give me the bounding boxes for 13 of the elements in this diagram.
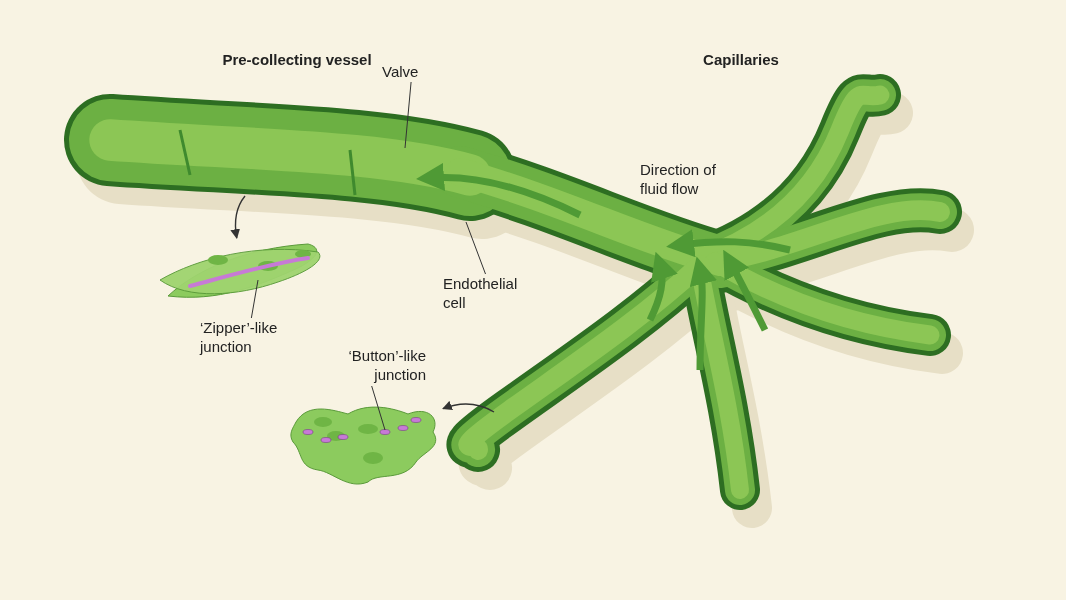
callout-text: Valve xyxy=(382,62,420,81)
callout-text: ‘Zipper’-like junction xyxy=(200,318,279,356)
arrow xyxy=(230,195,246,239)
leader-line xyxy=(371,385,386,431)
arrow xyxy=(442,401,495,413)
annotation: Direction of fluid flow xyxy=(640,160,717,198)
callout-text: ‘Button’-like junction xyxy=(347,346,426,384)
leader-line xyxy=(465,221,486,275)
leader-line xyxy=(404,81,412,149)
callout-text: Endothelial cell xyxy=(443,274,519,312)
leader-line xyxy=(250,279,259,319)
section-heading: Capillaries xyxy=(702,50,780,69)
section-heading: Pre-collecting vessel xyxy=(221,50,373,69)
